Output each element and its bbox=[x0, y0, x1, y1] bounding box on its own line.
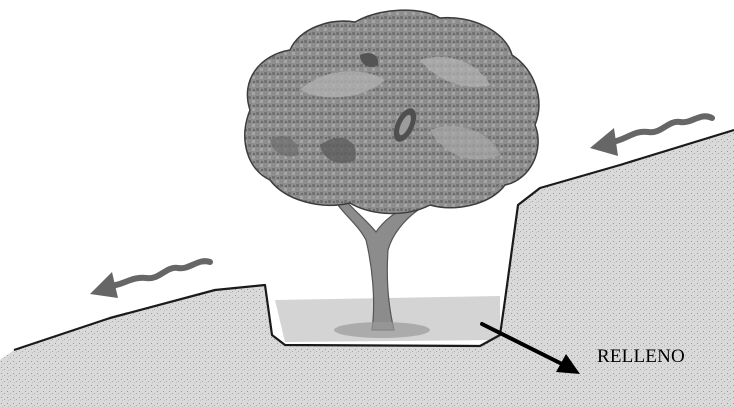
runoff-arrow-left bbox=[90, 261, 210, 298]
tree-canopy bbox=[245, 10, 539, 213]
fill-label: RELLENO bbox=[597, 346, 685, 368]
tree-roots bbox=[334, 322, 430, 338]
tree-icon bbox=[245, 10, 539, 338]
